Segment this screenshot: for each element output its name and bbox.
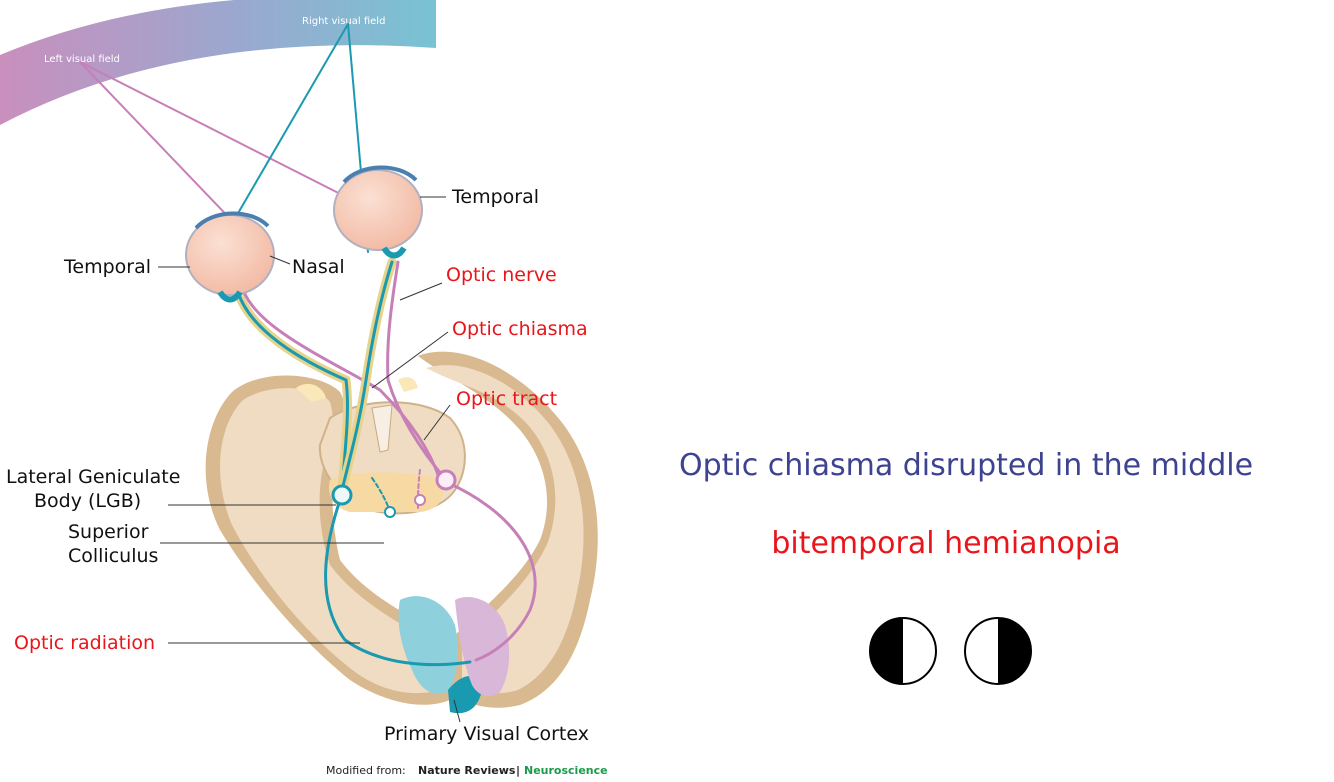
label-temporal-left: Temporal <box>63 256 151 278</box>
label-sc-line2: Colliculus <box>68 545 158 567</box>
left-eye-field-icon <box>869 617 937 685</box>
visual-field-arc <box>0 0 436 125</box>
right-eye <box>333 165 423 259</box>
right-eye-field-icon <box>964 617 1032 685</box>
label-sc-line1: Superior <box>68 521 149 543</box>
caption-title: Optic chiasma disrupted in the middle <box>679 448 1253 483</box>
credit-journal: Nature Reviews <box>418 764 516 777</box>
label-lgb-line2: Body (LGB) <box>34 490 141 512</box>
label-optic-radiation: Optic radiation <box>14 632 155 654</box>
label-optic-nerve: Optic nerve <box>446 264 557 286</box>
visual-field-icons <box>869 617 1032 685</box>
visual-pathways <box>79 23 537 667</box>
caption-condition: bitemporal hemianopia <box>771 526 1120 561</box>
label-optic-tract: Optic tract <box>456 388 557 410</box>
label-nasal: Nasal <box>292 256 345 278</box>
credit-separator: | <box>516 764 520 777</box>
label-lgb-line1: Lateral Geniculate <box>6 466 180 488</box>
label-optic-chiasma: Optic chiasma <box>452 318 588 340</box>
left-eye <box>185 211 275 303</box>
credit-line: Modified from: Nature Reviews | Neurosci… <box>326 764 608 777</box>
credit-prefix: Modified from: <box>326 764 406 777</box>
credit-section: Neuroscience <box>524 764 608 777</box>
right-visual-field-label: Right visual field <box>302 16 385 27</box>
left-visual-field-label: Left visual field <box>44 54 120 65</box>
label-primary-visual-cortex: Primary Visual Cortex <box>384 723 589 745</box>
label-temporal-right: Temporal <box>451 186 539 208</box>
